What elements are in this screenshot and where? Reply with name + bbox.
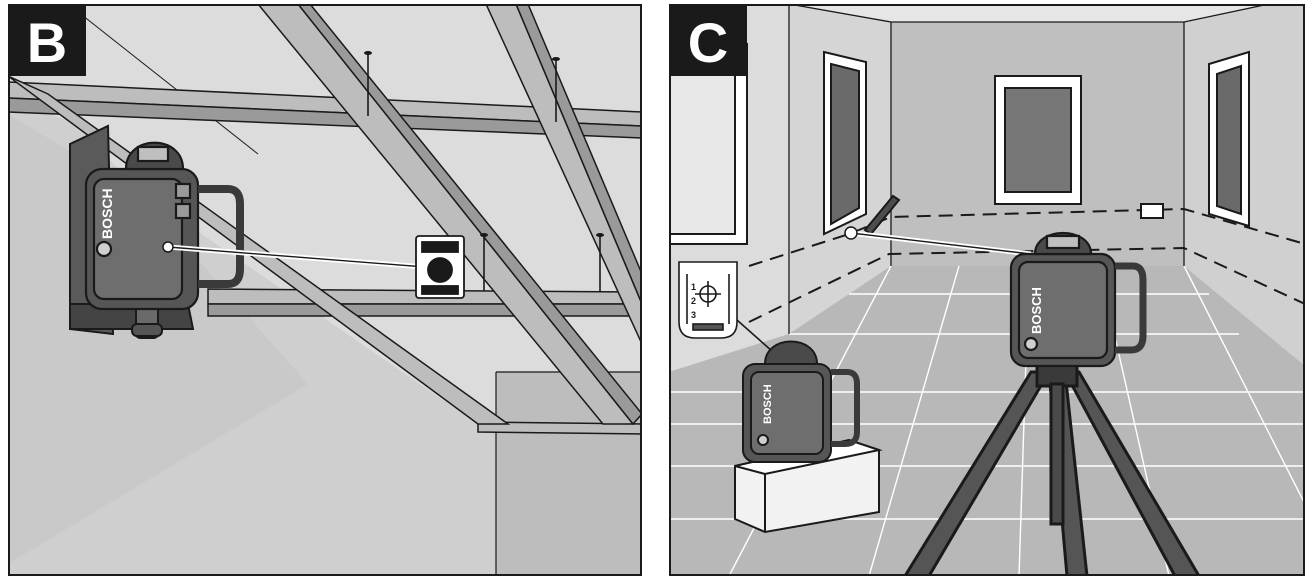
ceiling-grid-rails [8, 4, 642, 435]
laser-target-card [678, 261, 738, 339]
wall-detector [863, 194, 1164, 236]
laser-reference-lines [748, 207, 1305, 323]
tripod [903, 362, 1201, 576]
laser-on-tripod [1009, 232, 1147, 368]
target-scale-2: 2 [691, 296, 696, 306]
laser-on-box [734, 340, 883, 534]
ceiling-target-plate [415, 235, 465, 299]
panel-label-box [8, 4, 86, 76]
panel-label: B [27, 11, 67, 74]
device-brand-logo: BOSCH [99, 188, 115, 239]
hanger-wires [367, 54, 601, 292]
rotation-laser-device [84, 141, 244, 311]
target-scale-3: 3 [691, 310, 696, 320]
panel-c-room-levelling-illustration: 1 2 3 BOSCH [669, 4, 1305, 576]
panel-label-box [669, 4, 747, 76]
small-laser-brand-logo: BOSCH [762, 384, 774, 424]
windows [669, 43, 1250, 245]
target-scale-1: 1 [691, 282, 696, 292]
ceiling [789, 4, 1269, 22]
panel-label: C [688, 11, 728, 74]
panel-b-ceiling-mount-illustration: BOSCH B [8, 4, 642, 576]
tripod-laser-brand-logo: BOSCH [1029, 287, 1044, 334]
